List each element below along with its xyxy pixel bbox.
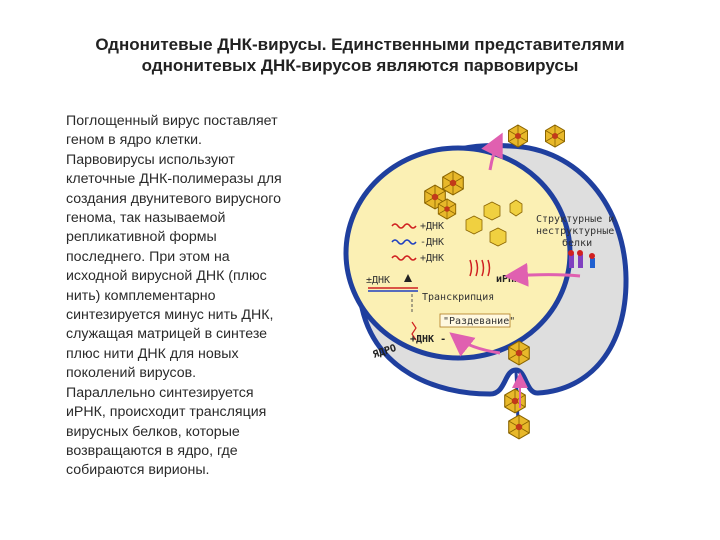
plus-dna-strand (391, 223, 417, 229)
body-line: служащая матрицей в синтезе (66, 326, 268, 343)
body-text: Поглощенный вирус поставляет геном в ядр… (66, 112, 322, 481)
body-line: Параллельно синтезируется (66, 384, 254, 401)
virion-icon (508, 340, 530, 366)
title-line-1: Однонитевые ДНК-вирусы. Единственными пр… (95, 35, 625, 54)
capsid-protein (509, 199, 523, 217)
virion-icon (504, 388, 526, 414)
capsid-protein (465, 215, 483, 235)
transcription-label: Транскрипция (422, 292, 494, 303)
proteins-label-line2: неструктурные (536, 226, 614, 237)
body-line: иРНК, происходит трансляция (66, 404, 267, 421)
parvovirus-replication-diagram: +ДНК -ДНК +ДНК ±ДНК иРНК Транскрипция "Р… (343, 124, 629, 440)
body-line: нить) комплементарно (66, 287, 216, 304)
body-line: геном в ядро клетки. (66, 132, 202, 149)
virion-icon (508, 414, 530, 440)
virion-icon (545, 124, 565, 148)
incoming-dna-strand (411, 321, 417, 341)
body-line: собираются вирионы. (66, 462, 210, 479)
body-line: плюс нити ДНК для новых (66, 345, 239, 362)
plus-dna-label: +ДНК (420, 253, 444, 264)
body-line: репликативной формы (66, 229, 217, 246)
body-line: вирусных белков, которые (66, 423, 240, 440)
virion-icon (442, 170, 464, 196)
capsid-protein (483, 201, 501, 221)
incoming-dna-label: +ДНК - (410, 334, 446, 345)
double-strand-dna-label: ±ДНК (366, 275, 390, 286)
body-line: синтезируется минус нить ДНК, (66, 307, 274, 324)
nuclear-import-arrow (449, 332, 501, 357)
proteins-label-line3: белки (562, 237, 592, 249)
body-line: исходной вирусной ДНК (плюс (66, 268, 267, 285)
polymerase-marker (404, 274, 412, 282)
mrna-strand (469, 259, 491, 277)
title-line-2: однонитевых ДНК-вирусов являются парвови… (141, 56, 579, 75)
exit-arrow (481, 132, 503, 171)
capsid-protein (489, 227, 507, 247)
body-line: Парвовирусы используют (66, 151, 235, 168)
protein-import-arrow (504, 262, 581, 287)
virion-icon (437, 198, 457, 220)
body-line: создания двунитевого вирусного (66, 190, 281, 207)
plus-dna-label: +ДНК (420, 221, 444, 232)
minus-dna-label: -ДНК (420, 237, 444, 248)
proteins-label-line1: Структурные и (536, 214, 614, 225)
body-line: поколений вирусов. (66, 365, 197, 382)
body-line: возвращаются в ядро, где (66, 442, 238, 459)
body-line: Поглощенный вирус поставляет (66, 113, 278, 129)
body-line: клеточные ДНК-полимеразы для (66, 171, 282, 188)
minus-dna-strand (391, 239, 417, 245)
uncoating-label: "Раздевание" (443, 316, 515, 327)
uncoating-box (439, 313, 511, 328)
body-line: последнего. При этом на (66, 248, 230, 265)
plus-dna-strand (391, 255, 417, 261)
protein-icons (568, 250, 595, 268)
body-line: генома, так называемой (66, 210, 226, 227)
virion-icon (508, 124, 528, 148)
slide-title: Однонитевые ДНК-вирусы. Единственными пр… (40, 34, 680, 76)
